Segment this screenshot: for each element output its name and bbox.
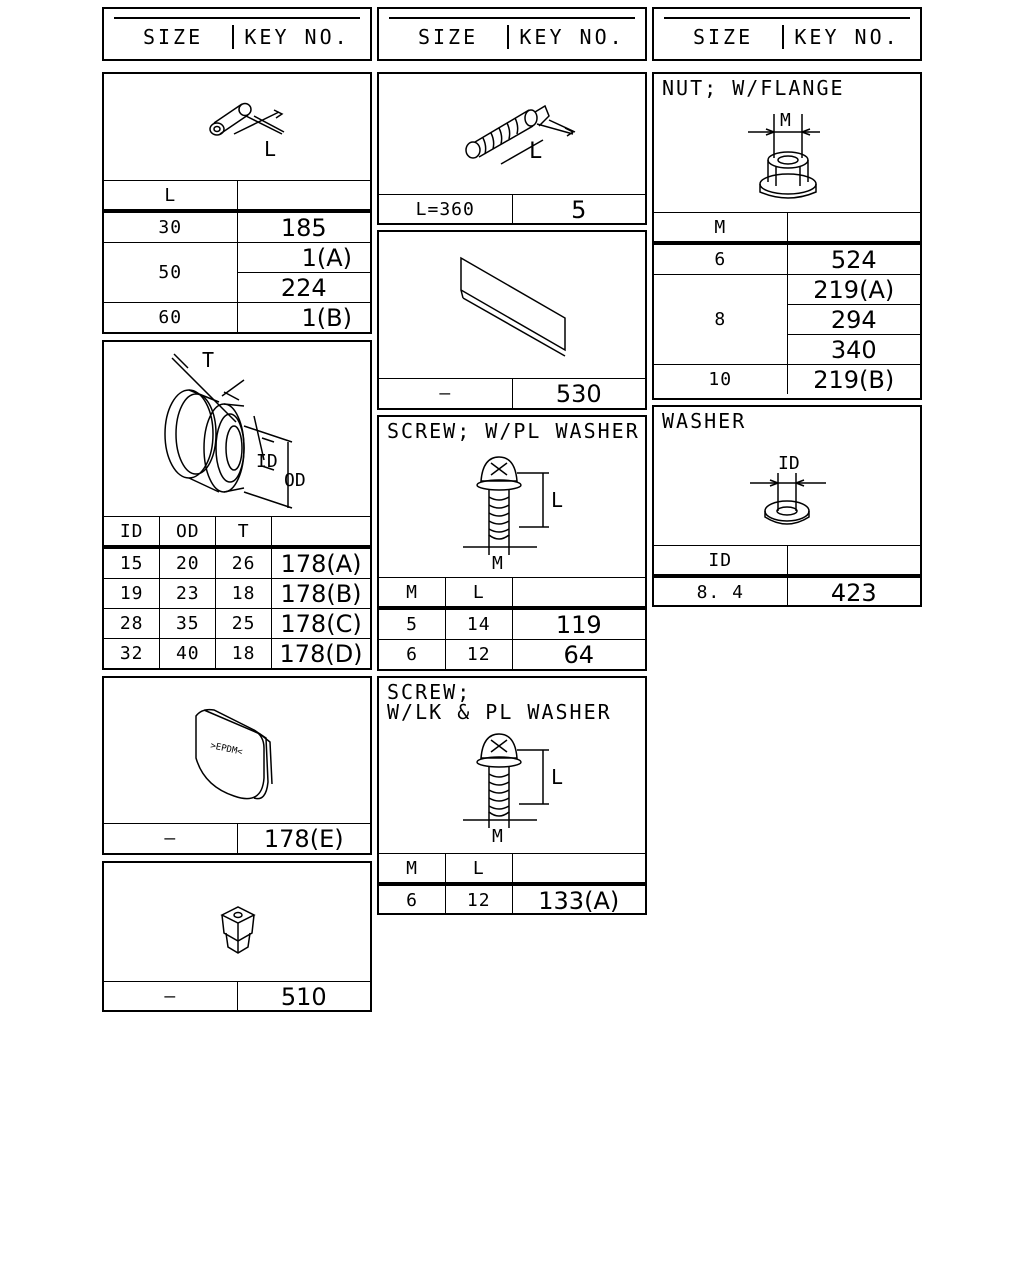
spacer-drawing: L — [104, 74, 370, 180]
table-row: 340 — [654, 334, 920, 365]
col-header-id: ID — [104, 516, 161, 549]
screw-lk-panel: SCREW; W/LK & PL WASHER L M M — [377, 676, 647, 915]
table-row: – 178(E) — [104, 823, 370, 853]
pin-dim-l: L — [529, 139, 542, 164]
col-header-m: M — [379, 853, 446, 886]
cap-icon — [195, 708, 273, 800]
cap-table: – 178(E) — [104, 823, 370, 853]
pad-icon — [460, 256, 566, 357]
pad-table: – 530 — [379, 378, 645, 408]
col-header-l: L — [104, 180, 238, 213]
spacer-table: L 30 185 50 1(A) 224 60 1(B) — [104, 180, 370, 332]
table-row: 224 — [104, 272, 370, 303]
table-row: 294 — [654, 304, 920, 335]
clip-panel: – 510 — [102, 861, 372, 1012]
clip-table: – 510 — [104, 981, 370, 1011]
screw-pl-drawing: L M — [379, 447, 645, 577]
col-header-t: T — [215, 516, 273, 549]
screw-lk-drawing: L M — [379, 724, 645, 854]
screw-pl-dim-m: M — [492, 553, 503, 574]
cap-drawing: >EPDM< — [104, 678, 370, 823]
grommet-dim-t: T — [202, 348, 214, 372]
col-header-l: L — [445, 577, 513, 610]
table-row: – 510 — [104, 981, 370, 1011]
col-header-m: M — [379, 577, 446, 610]
col-header-l: L — [445, 853, 513, 886]
grommet-dim-id: ID — [256, 451, 278, 472]
key-no-header: KEY NO. — [244, 25, 350, 49]
pin-table: L=360 5 — [379, 194, 645, 224]
nut-title: NUT; W/FLANGE — [662, 76, 845, 100]
grommet-dim-od: OD — [284, 470, 306, 491]
pin-panel: L L=360 5 — [377, 72, 647, 225]
table-row: 60 1(B) — [104, 302, 370, 332]
screw-lk-title: SCREW; W/LK & PL WASHER — [387, 680, 612, 724]
pad-panel: – 530 — [377, 230, 647, 410]
size-header: SIZE — [114, 25, 235, 49]
key-no-header: KEY NO. — [519, 25, 625, 49]
washer-dim-id: ID — [778, 453, 800, 474]
pin-drawing: L — [379, 74, 645, 194]
screw-icon — [463, 733, 549, 828]
table-row: – 530 — [379, 378, 645, 408]
spacer-dim-l: L — [264, 137, 276, 161]
col-header-m: M — [654, 212, 788, 245]
col-header-id: ID — [654, 545, 788, 578]
spacer-panel: L L 30 185 50 1(A) 224 60 1(B) — [102, 72, 372, 334]
washer-title: WASHER — [662, 409, 747, 433]
nut-drawing: M — [654, 74, 920, 212]
clip-icon — [220, 906, 256, 954]
screw-pl-title: SCREW; W/PL WASHER — [387, 419, 640, 443]
table-row: 30 185 — [104, 210, 370, 243]
table-row: 50 1(A) — [104, 242, 370, 303]
clip-drawing — [104, 863, 370, 981]
grommet-icon — [164, 353, 293, 509]
key-no-header: KEY NO. — [794, 25, 900, 49]
washer-icon — [750, 473, 826, 525]
screw-lk-dim-l: L — [551, 765, 563, 789]
screw-icon — [463, 456, 549, 555]
size-header: SIZE — [664, 25, 785, 49]
header-col3: SIZE KEY NO. — [652, 7, 922, 61]
screw-lk-dim-m: M — [492, 826, 503, 847]
cap-panel: >EPDM< – 178(E) — [102, 676, 372, 855]
col-header-od: OD — [159, 516, 217, 549]
screw-pl-dim-l: L — [551, 488, 563, 512]
washer-drawing: ID — [654, 407, 920, 545]
nut-dim-m: M — [780, 110, 791, 131]
screw-pl-panel: SCREW; W/PL WASHER L M M — [377, 415, 647, 671]
cap-marking: >EPDM< — [209, 741, 243, 758]
pad-drawing — [379, 232, 645, 378]
table-row: L=360 5 — [379, 194, 645, 224]
pin-icon — [465, 104, 576, 165]
grommet-drawing: T ID OD — [104, 342, 370, 518]
spacer-icon — [209, 102, 285, 136]
size-header: SIZE — [389, 25, 510, 49]
header-col2: SIZE KEY NO. — [377, 7, 647, 61]
header-col1: SIZE KEY NO. — [102, 7, 372, 61]
nut-icon — [748, 114, 820, 199]
